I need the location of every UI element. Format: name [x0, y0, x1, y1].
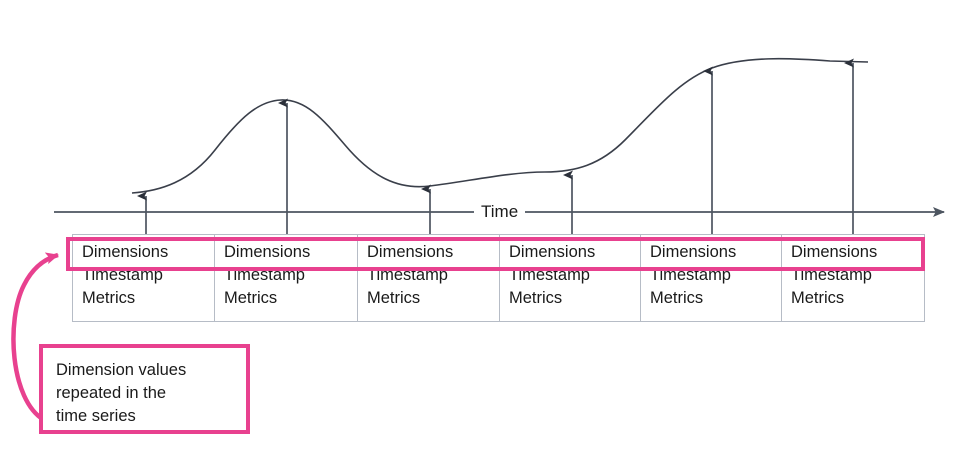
time-series-curve — [131, 57, 869, 194]
record-box: Dimensions Timestamp Metrics — [640, 234, 784, 322]
record-field-dimensions: Dimensions — [650, 243, 737, 261]
record-box: Dimensions Timestamp Metrics — [781, 234, 925, 322]
record-field-metrics: Metrics — [791, 289, 845, 307]
record-box: Dimensions Timestamp Metrics — [357, 234, 501, 322]
callout-connector-arrow — [11, 252, 59, 422]
callout-line-1: Dimension values — [56, 361, 187, 379]
record-field-metrics: Metrics — [82, 289, 136, 307]
callout-line-2: repeated in the — [56, 384, 167, 402]
record-field-dimensions: Dimensions — [82, 243, 169, 261]
record-field-dimensions: Dimensions — [791, 243, 878, 261]
record-field-metrics: Metrics — [509, 289, 563, 307]
record-field-metrics: Metrics — [650, 289, 704, 307]
record-field-metrics: Metrics — [367, 289, 421, 307]
dimensions-highlight-rect — [66, 237, 925, 271]
record-box: Dimensions Timestamp Metrics — [214, 234, 358, 322]
record-box: Dimensions Timestamp Metrics — [499, 234, 643, 322]
callout-line-3: time series — [56, 407, 136, 425]
callout-box: Dimension values repeated in the time se… — [39, 344, 250, 434]
record-field-dimensions: Dimensions — [509, 243, 596, 261]
record-field-dimensions: Dimensions — [367, 243, 454, 261]
time-axis-label: Time — [474, 201, 526, 223]
record-field-metrics: Metrics — [224, 289, 278, 307]
record-field-dimensions: Dimensions — [224, 243, 311, 261]
